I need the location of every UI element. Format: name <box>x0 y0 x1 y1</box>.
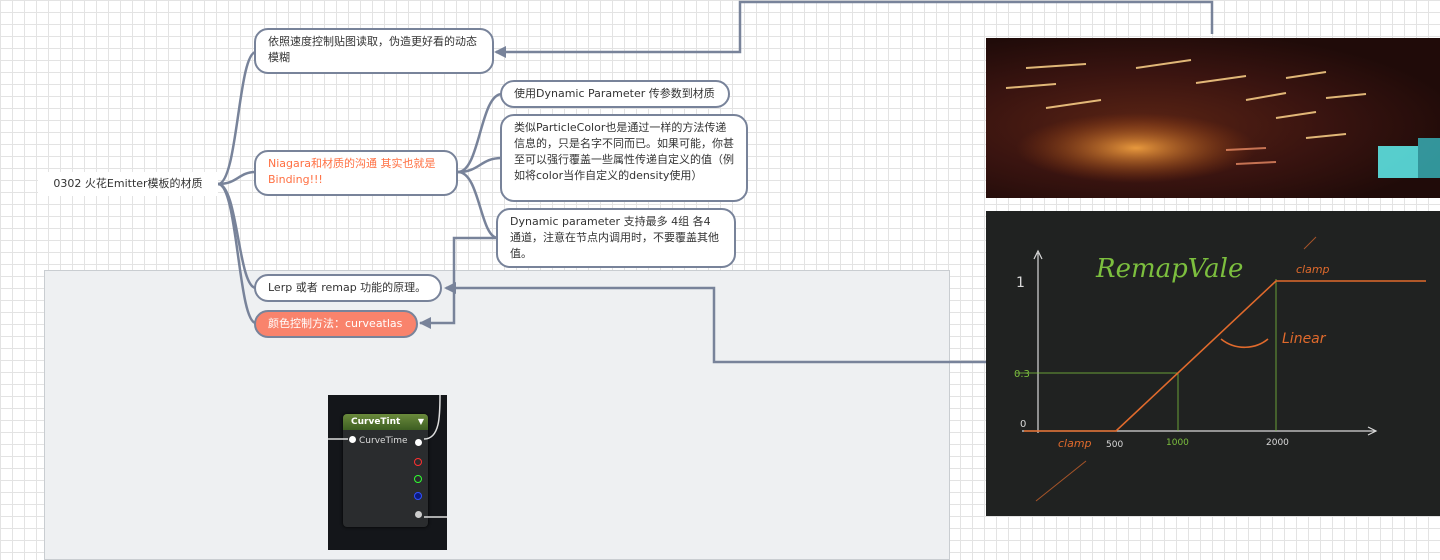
edge-root-n4 <box>217 182 257 325</box>
group-frame <box>44 270 950 560</box>
linear-label: Linear <box>1282 331 1327 347</box>
tick-2000: 2000 <box>1266 438 1289 448</box>
curve-tint-node[interactable]: CurveTint ▼ CurveTime <box>343 414 428 527</box>
remap-curve <box>1024 280 1426 432</box>
curve-tint-title: CurveTint <box>351 417 401 427</box>
curve-tint-header: CurveTint ▼ <box>343 414 428 430</box>
arrow-sketch-n3 <box>446 286 986 364</box>
topic-color-control[interactable]: 颜色控制方法：curveatlas <box>254 310 418 338</box>
input-pin-icon <box>349 436 356 443</box>
edge-root-n1 <box>217 50 257 186</box>
output-white-pin-icon[interactable] <box>415 439 422 446</box>
edge-root-n3 <box>217 182 257 290</box>
topic-lerp-remap[interactable]: Lerp 或者 remap 功能的原理。 <box>254 274 442 302</box>
output-green-pin-icon[interactable] <box>414 475 422 483</box>
edge-n2-n6 <box>457 156 503 174</box>
curve-time-pin[interactable]: CurveTime <box>349 436 408 446</box>
root-topic[interactable]: 0302 火花Emitter模板的材质 <box>38 172 218 196</box>
output-red-pin-icon[interactable] <box>414 458 422 466</box>
collapse-arrow-icon[interactable]: ▼ <box>417 417 424 426</box>
output-blue-pin-icon[interactable] <box>414 492 422 500</box>
topic-motion-blur[interactable]: 依照速度控制贴图读取，伪造更好看的动态模糊 <box>254 28 494 74</box>
light-streaks <box>1005 59 1440 183</box>
tick-1000: 1000 <box>1166 438 1189 448</box>
arrow-photo-n1 <box>496 0 1214 54</box>
clamp-low-label: clamp <box>1058 437 1092 450</box>
topic-dynamic-parameter-limits[interactable]: Dynamic parameter 支持最多 4组 各4 通道，注意在节点内调用… <box>496 208 736 268</box>
clamp-high-label: clamp <box>1296 263 1330 276</box>
edge-n2-n7 <box>457 170 499 240</box>
remap-sketch: RemapVale 1 0.3 0 500 1000 2000 clamp cl… <box>986 211 1440 516</box>
curve-node-wires <box>328 395 447 518</box>
sketch-title: RemapVale <box>1095 254 1243 284</box>
tick-500: 500 <box>1106 440 1123 450</box>
topic-niagara-binding[interactable]: Niagara和材质的沟通 其实也就是Binding!!! <box>254 150 458 196</box>
arrow-n7-n4 <box>420 236 498 325</box>
remap-graph: RemapVale 1 0.3 0 500 1000 2000 clamp cl… <box>1014 236 1426 502</box>
edge-n2-n5 <box>457 92 503 174</box>
edge-root-n2 <box>217 170 257 186</box>
curve-time-label: CurveTime <box>359 436 408 446</box>
origin-label: 0 <box>1020 419 1026 430</box>
output-alpha-pin-icon[interactable] <box>415 511 422 518</box>
curve-tint-screenshot: CurveTint ▼ CurveTime <box>328 395 447 550</box>
topic-dynamic-parameter[interactable]: 使用Dynamic Parameter 传参数到材质 <box>500 80 730 108</box>
topic-particle-color[interactable]: 类似ParticleColor也是通过一样的方法传递信息的，只是名字不同而已。如… <box>500 114 748 202</box>
y-mark-label: 0.3 <box>1014 369 1030 380</box>
motion-blur-image <box>986 38 1440 198</box>
y-axis-label: 1 <box>1016 275 1025 291</box>
